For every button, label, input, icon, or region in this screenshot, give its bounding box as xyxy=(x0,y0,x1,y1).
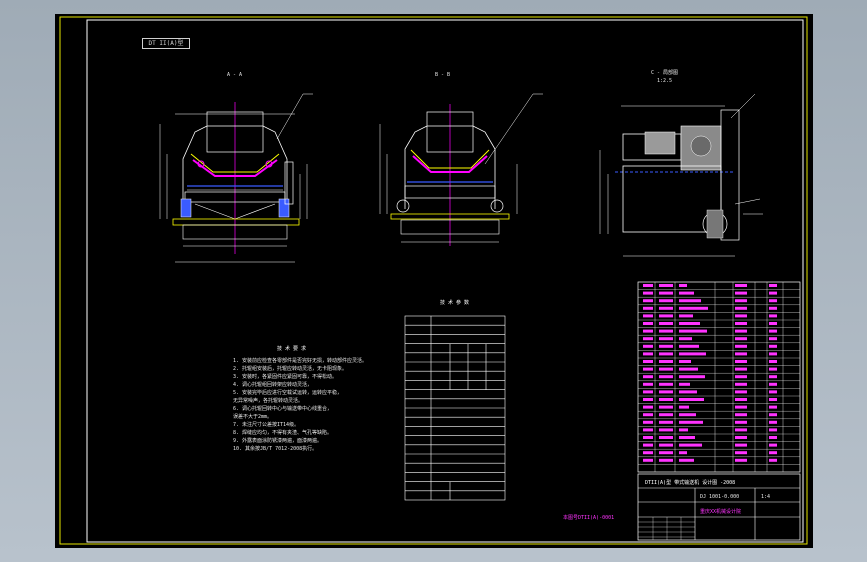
view-c-scale: 1:2.5 xyxy=(657,78,672,84)
tech-requirements: 技 术 要 求 1. 安装前应检查各零部件是否完好无损，转动部件应灵活。2. 托… xyxy=(233,345,367,452)
title-block-scale: 1:4 xyxy=(761,494,770,500)
title-block: DTII(A)型 带式输送机 设计图 -2008 DJ 1001-0.000 1… xyxy=(637,473,801,541)
drawing-sheet: DT II(A)型 A - A xyxy=(55,14,813,548)
tech-requirement-line: 2. 托辊组安装后，托辊应转动灵活，无卡阻现象。 xyxy=(233,365,347,372)
tech-requirement-line: 7. 未注尺寸公差按IT14级。 xyxy=(233,421,299,428)
view-b-label: B - B xyxy=(435,72,450,78)
outer-frame xyxy=(59,16,808,545)
tech-requirement-line: 无异常噪声，各托辊转动灵活。 xyxy=(233,397,303,404)
inner-frame xyxy=(86,19,804,543)
tech-requirement-line: 10. 其余按JB/T 7012-2008执行。 xyxy=(233,445,317,452)
tech-requirement-line: 5. 安装完毕后应进行空载试运转，运转应平稳， xyxy=(233,389,342,396)
view-a-drawing: A - A xyxy=(159,72,313,263)
title-block-company: 重庆XX机械设计院 xyxy=(700,508,741,515)
param-table: 技 术 参 数 xyxy=(404,299,506,501)
drawing-number-note: 本图号DTII(A)-0001 xyxy=(563,514,614,521)
tech-requirements-title: 技 术 要 求 xyxy=(277,345,306,352)
view-c-label: C - 局部图 xyxy=(651,69,678,76)
tech-requirement-line: 误差不大于2mm。 xyxy=(233,413,272,420)
title-block-drawing-no: DJ 1001-0.000 xyxy=(700,494,739,500)
tech-requirement-line: 9. 外露表面涂防锈漆两遍，面漆两遍。 xyxy=(233,437,322,444)
tech-requirement-line: 4. 调心托辊组回转架应转动灵活， xyxy=(233,381,312,388)
tech-requirement-line: 8. 焊缝应均匀，不得有夹渣、气孔等缺陷。 xyxy=(233,429,332,436)
tech-requirement-line: 6. 调心托辊回转中心与输送带中心线重合， xyxy=(233,405,332,412)
title-block-main: DTII(A)型 带式输送机 设计图 -2008 xyxy=(645,479,735,486)
cad-drawing: A - A xyxy=(59,16,808,545)
param-table-title: 技 术 参 数 xyxy=(440,299,469,306)
view-c-drawing: C - 局部图 1:2.5 xyxy=(599,69,763,257)
tech-requirement-line: 1. 安装前应检查各零部件是否完好无损，转动部件应灵活。 xyxy=(233,357,367,364)
sheet-tag: DT II(A)型 xyxy=(142,38,190,49)
tech-requirement-line: 3. 安装时，各紧固件应紧固可靠，不得松动。 xyxy=(233,373,337,380)
view-a-label: A - A xyxy=(227,72,242,78)
view-b-drawing: B - B xyxy=(379,72,543,246)
parts-list xyxy=(637,281,801,473)
